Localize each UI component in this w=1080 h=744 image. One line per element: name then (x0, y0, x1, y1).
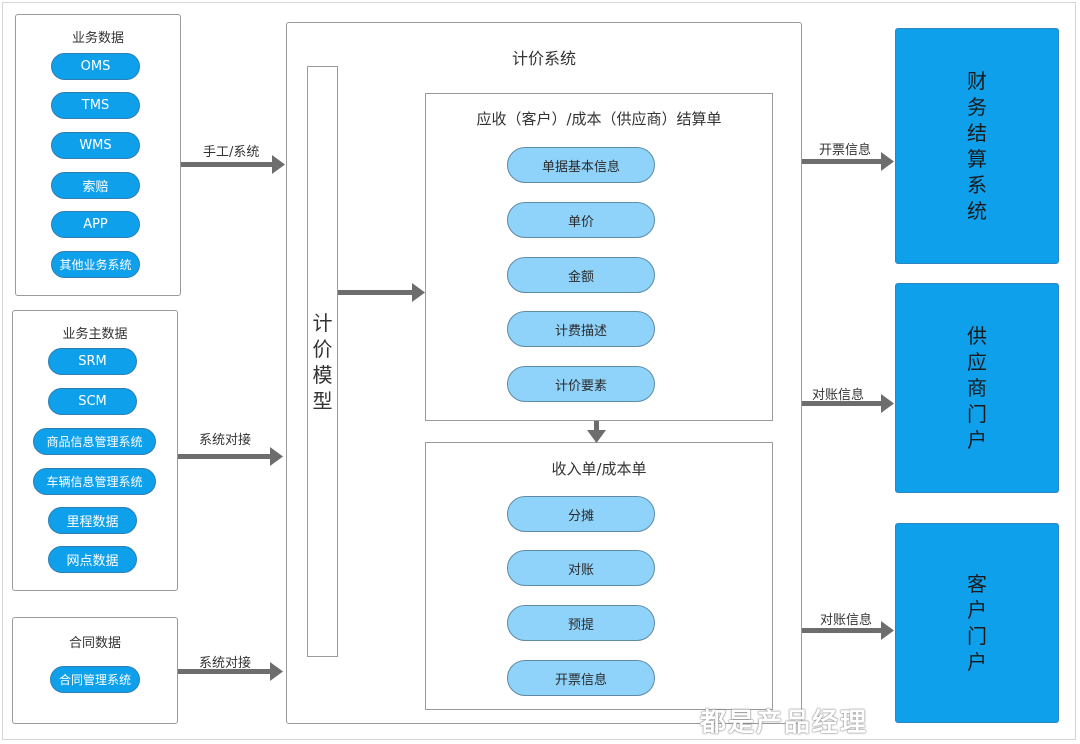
arrow-finance-head (881, 152, 894, 171)
arrow-to-supplier (802, 401, 883, 406)
business-item-tms: TMS (51, 92, 140, 119)
master-item-product-info: 商品信息管理系统 (33, 428, 156, 455)
arrow-model-to-settlement (338, 290, 414, 295)
supplier-char: 商 (967, 376, 987, 400)
income-item-accrual: 预提 (507, 605, 655, 641)
arrow-model-head (412, 283, 425, 302)
settlement-item-unit-price: 单价 (507, 202, 655, 238)
master-item-scm: SCM (48, 388, 137, 415)
customer-char: 户 (967, 598, 987, 622)
master-item-outlets: 网点数据 (48, 546, 137, 573)
master-item-srm: SRM (48, 348, 137, 375)
arrow-business-head (272, 155, 285, 174)
master-item-mileage: 里程数据 (48, 507, 137, 534)
arrow-to-customer (802, 628, 883, 633)
finance-char: 系 (967, 173, 987, 197)
business-data-title: 业务数据 (71, 31, 124, 46)
label-master-inbound: 系统对接 (199, 433, 252, 448)
label-customer-outbound: 对账信息 (820, 613, 873, 628)
income-cost-box: 收入单/成本单 分摊 对账 预提 开票信息 (425, 442, 773, 710)
settlement-item-amount: 金额 (507, 257, 655, 293)
finance-char: 算 (967, 147, 987, 171)
customer-char: 户 (967, 650, 987, 674)
arrow-business-to-pricing (181, 162, 275, 167)
pricing-model-box: 计 价 模 型 (307, 66, 338, 657)
business-data-group: 业务数据 OMS TMS WMS 索赔 APP 其他业务系统 (15, 14, 181, 296)
pricing-model-char: 价 (312, 336, 333, 361)
label-supplier-outbound: 对账信息 (812, 388, 865, 403)
contract-data-title: 合同数据 (68, 636, 121, 651)
supplier-char: 供 (967, 324, 987, 348)
business-item-other: 其他业务系统 (51, 251, 140, 278)
income-item-reconciliation: 对账 (507, 550, 655, 586)
finance-char: 务 (967, 95, 987, 119)
arrow-contract-head (270, 662, 283, 681)
arrow-supplier-head (881, 394, 894, 413)
arrow-contract-to-pricing (178, 669, 272, 674)
supplier-char: 应 (967, 350, 987, 374)
watermark-text: 都是产品经理 (700, 708, 869, 738)
pricing-model-char: 型 (312, 388, 333, 413)
arrow-customer-head (881, 621, 894, 640)
business-item-app: APP (51, 211, 140, 238)
settlement-item-pricing-factors: 计价要素 (507, 366, 655, 402)
label-contract-inbound: 系统对接 (199, 656, 252, 671)
settlement-statement-title: 应收（客户）/成本（供应商）结算单 (476, 110, 722, 128)
customer-portal: 客 户 门 户 (895, 523, 1059, 723)
business-item-oms: OMS (51, 53, 140, 80)
settlement-item-basic-info: 单据基本信息 (507, 147, 655, 183)
arrow-master-head (270, 447, 283, 466)
customer-char: 客 (967, 572, 987, 596)
master-data-title: 业务主数据 (62, 327, 128, 342)
pricing-model-char: 模 (312, 362, 333, 387)
settlement-item-billing-desc: 计费描述 (507, 311, 655, 347)
business-item-claims: 索赔 (51, 172, 140, 199)
arrow-master-to-pricing (178, 454, 272, 459)
finance-settlement-system: 财 务 结 算 系 统 (895, 28, 1059, 264)
master-item-vehicle-info: 车辆信息管理系统 (33, 468, 156, 495)
pricing-model-char: 计 (312, 310, 333, 335)
arrow-down-head (587, 430, 606, 443)
finance-char: 财 (967, 69, 987, 93)
contract-item-management: 合同管理系统 (50, 666, 140, 693)
label-finance-outbound: 开票信息 (819, 143, 872, 158)
settlement-statement-box: 应收（客户）/成本（供应商）结算单 单据基本信息 单价 金额 计费描述 计价要素 (425, 93, 773, 421)
arrow-to-finance (802, 159, 883, 164)
master-data-group: 业务主数据 SRM SCM 商品信息管理系统 车辆信息管理系统 里程数据 网点数… (12, 310, 178, 591)
supplier-portal: 供 应 商 门 户 (895, 283, 1059, 493)
arrow-settlement-to-income (594, 421, 599, 432)
pricing-system-title: 计价系统 (511, 49, 576, 68)
income-cost-title: 收入单/成本单 (551, 460, 647, 478)
finance-char: 统 (967, 199, 987, 223)
contract-data-group: 合同数据 合同管理系统 (12, 617, 178, 724)
income-item-invoice-info: 开票信息 (507, 660, 655, 696)
finance-char: 结 (967, 121, 987, 145)
supplier-char: 门 (967, 402, 987, 426)
customer-char: 门 (967, 624, 987, 648)
business-item-wms: WMS (51, 132, 140, 159)
income-item-allocation: 分摊 (507, 496, 655, 532)
label-business-inbound: 手工/系统 (203, 145, 260, 160)
supplier-char: 户 (967, 428, 987, 452)
